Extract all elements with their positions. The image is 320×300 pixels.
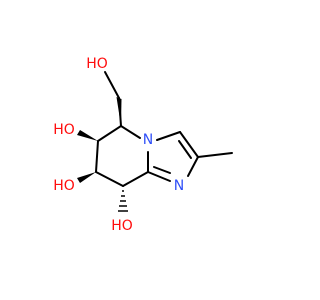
wedge-c5-ch2 bbox=[116, 97, 122, 126]
label-hydroxymethyl-oh: HO bbox=[86, 56, 108, 72]
stereo-hash-c8-oh bbox=[118, 190, 128, 212]
bond-c5-n4 bbox=[120, 125, 141, 139]
molecule-diagram: HO HO HO HO N N bbox=[53, 56, 233, 234]
label-c7-oh: HO bbox=[53, 178, 75, 194]
structure-canvas: HO HO HO HO N N bbox=[53, 56, 233, 234]
bond-ho-ch2 bbox=[104, 71, 120, 99]
bond-c5-c6 bbox=[97, 125, 122, 142]
bond-c6-c7 bbox=[95, 140, 99, 173]
label-n1: N bbox=[174, 178, 184, 194]
bond-c8-c8a bbox=[122, 171, 149, 187]
bond-c2-methyl bbox=[197, 152, 233, 158]
bond-c2-n1 bbox=[187, 156, 199, 177]
label-c6-oh: HO bbox=[53, 122, 75, 138]
bond-c3-c2 bbox=[179, 131, 199, 158]
atom-labels: HO HO HO HO N N bbox=[53, 56, 184, 234]
bonds bbox=[95, 71, 233, 187]
bond-n4-c3 bbox=[156, 131, 181, 141]
wedge-c6-oh bbox=[77, 130, 98, 141]
bond-n1-c8a bbox=[147, 171, 171, 182]
bond-n1-c8a-inner bbox=[153, 166, 171, 174]
wedge-c7-oh bbox=[77, 172, 96, 183]
bond-c3-c2-inner bbox=[178, 140, 192, 159]
bond-c7-c8 bbox=[95, 171, 124, 187]
label-c8-oh: HO bbox=[111, 218, 133, 234]
stereo-wedges bbox=[77, 97, 122, 183]
label-n4: N bbox=[143, 132, 153, 148]
